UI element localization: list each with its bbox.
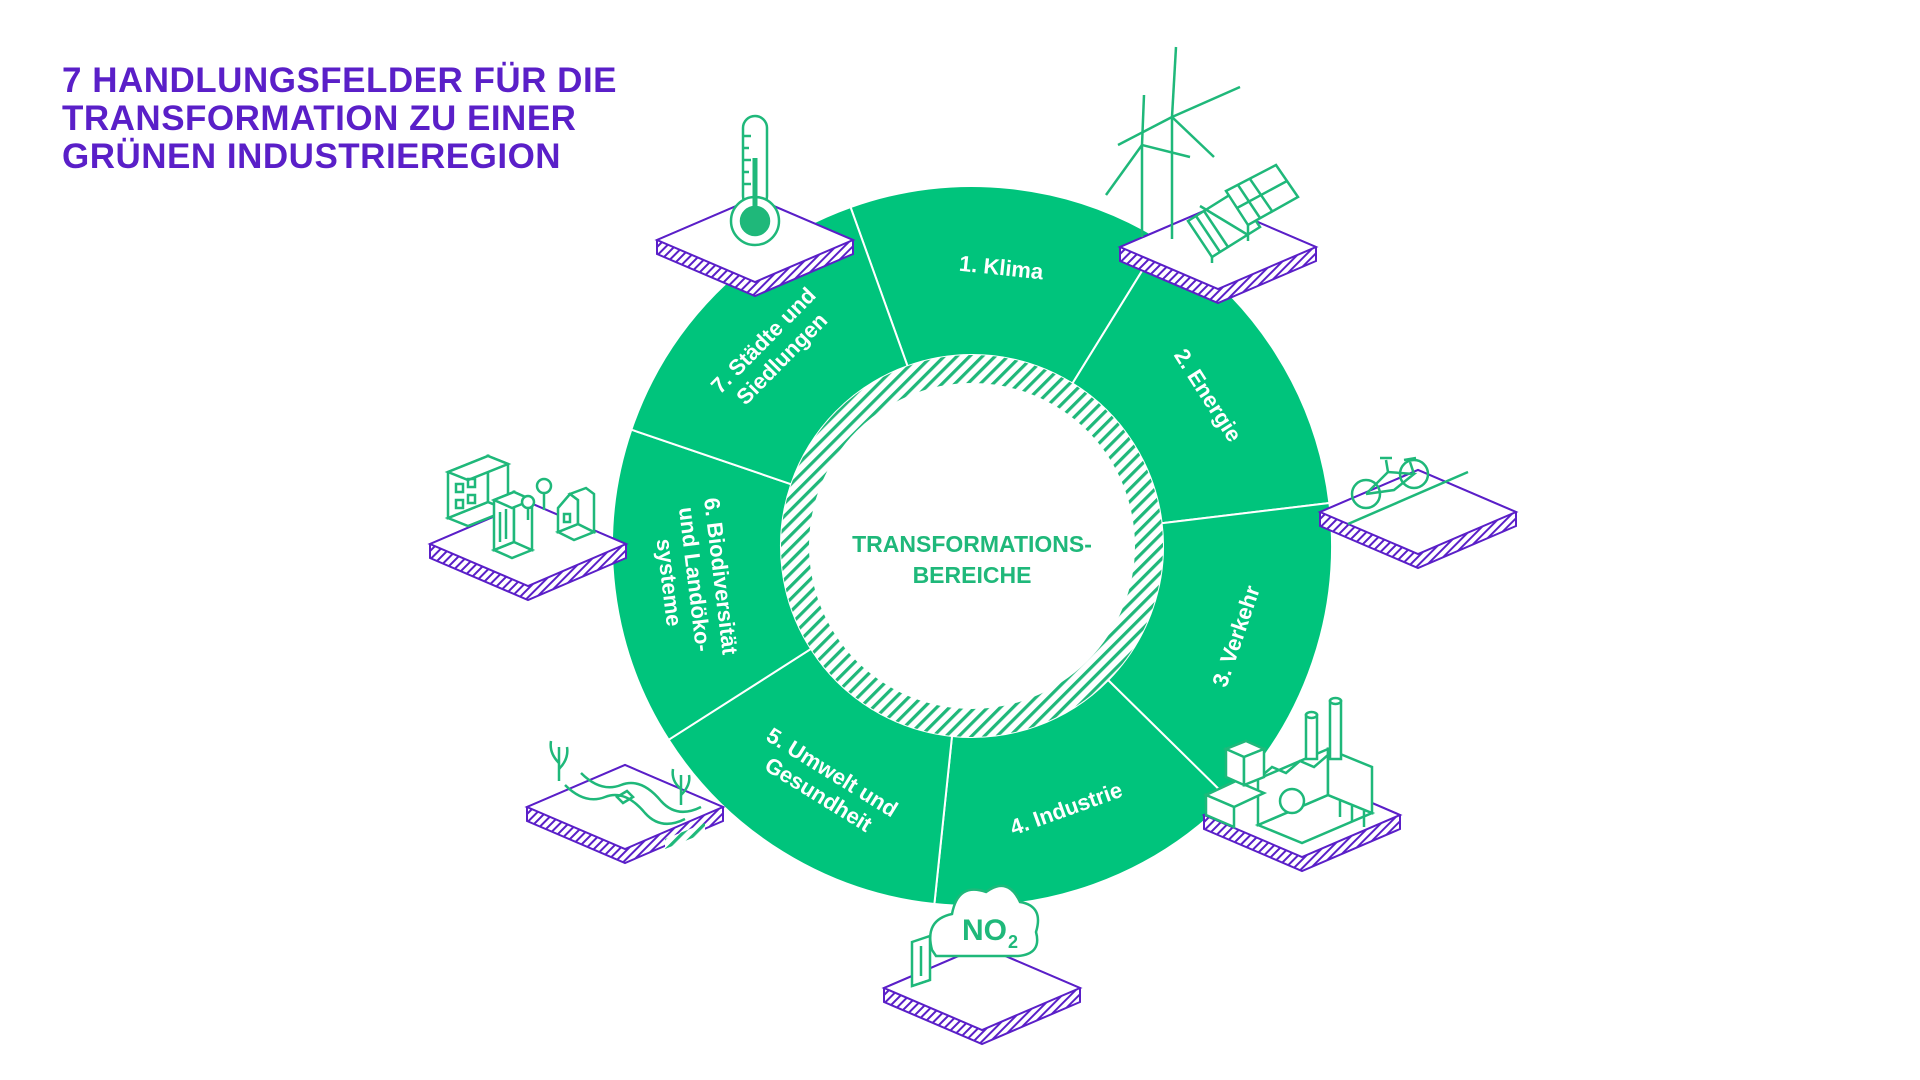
factory-icon bbox=[1202, 696, 1376, 845]
segment-energie bbox=[1071, 238, 1331, 525]
svg-text:NO: NO bbox=[962, 914, 1007, 947]
isometric-tile bbox=[881, 944, 1083, 1046]
tile-staedte bbox=[427, 454, 629, 602]
bicycle-icon bbox=[1350, 456, 1430, 510]
tile-verkehr bbox=[1317, 456, 1519, 570]
isometric-tile bbox=[524, 763, 726, 865]
center-circle bbox=[810, 384, 1134, 708]
segment-staedte bbox=[630, 205, 909, 486]
title-line-1: 7 HANDLUNGSFELDER FÜR DIE bbox=[62, 61, 618, 100]
title-line-3: GRÜNEN INDUSTRIEREGION bbox=[62, 137, 562, 176]
center-label-line-2: BEREICHE bbox=[913, 562, 1032, 588]
ring-segments bbox=[611, 185, 1333, 907]
segment-umwelt bbox=[667, 647, 954, 906]
isometric-tile bbox=[1317, 468, 1519, 570]
title-line-2: TRANSFORMATION ZU EINER bbox=[62, 99, 577, 138]
center-label-line-1: TRANSFORMATIONS- bbox=[852, 531, 1092, 557]
svg-text:2: 2 bbox=[1008, 932, 1018, 952]
wind-solar-icon bbox=[1104, 46, 1300, 263]
segment-biodiversitaet bbox=[611, 428, 813, 742]
tile-klima bbox=[654, 114, 856, 298]
segment-klima bbox=[849, 185, 1163, 385]
tile-biodiversitaet bbox=[524, 740, 726, 865]
tile-industrie bbox=[1201, 696, 1403, 873]
thermometer-icon bbox=[729, 114, 781, 247]
page-title: 7 HANDLUNGSFELDER FÜR DIE TRANSFORMATION… bbox=[62, 62, 682, 176]
no2-cloud-icon: NO 2 bbox=[910, 884, 1040, 988]
river-plants-icon bbox=[549, 740, 702, 826]
buildings-icon bbox=[444, 454, 598, 560]
hatched-inner-ring bbox=[781, 355, 1163, 737]
tile-umwelt: NO 2 bbox=[881, 884, 1083, 1046]
tile-energie bbox=[1104, 46, 1319, 305]
